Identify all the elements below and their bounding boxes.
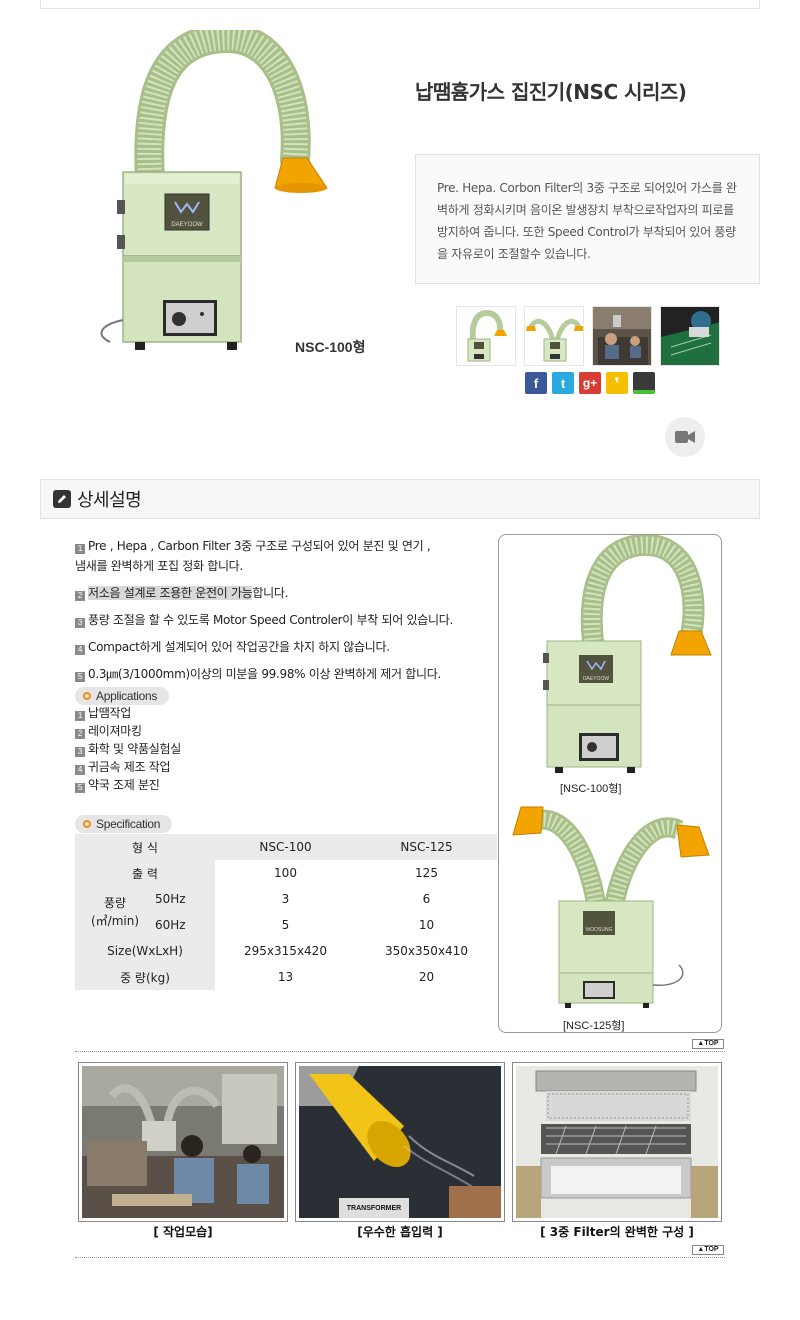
kakaostory-icon[interactable]: ❜ bbox=[606, 372, 628, 394]
pencil-icon bbox=[53, 490, 71, 508]
feature-text: 합니다. bbox=[252, 586, 289, 600]
side-caption-nsc100: [NSC-100형] bbox=[560, 783, 622, 795]
facebook-icon[interactable]: f bbox=[525, 372, 547, 394]
number-badge: 1 bbox=[75, 711, 85, 721]
table-row: Size(WxLxH) 295x315x420 350x350x410 bbox=[75, 938, 497, 964]
table-cell: 125 bbox=[415, 866, 438, 880]
top-divider bbox=[40, 0, 760, 9]
dotted-divider bbox=[75, 1257, 725, 1258]
number-badge: 4 bbox=[75, 765, 85, 775]
table-row: 60Hz 5 10 bbox=[75, 912, 497, 938]
feature-highlight: 저소음 설계로 조용한 운전이 가능 bbox=[88, 586, 253, 600]
thumb-nsc-100[interactable] bbox=[456, 306, 516, 366]
bullet-icon bbox=[83, 820, 91, 828]
thumb-pcb[interactable] bbox=[660, 306, 720, 366]
thumbnail-strip bbox=[456, 306, 720, 366]
table-header-cell: 형 식 bbox=[75, 834, 215, 860]
photo-suction[interactable]: TRANSFORMER bbox=[295, 1062, 505, 1222]
social-share-bar: f t g+ ❜ bbox=[525, 372, 655, 394]
svg-text:TRANSFORMER: TRANSFORMER bbox=[347, 1205, 401, 1212]
top-button[interactable]: ▲TOP bbox=[692, 1039, 724, 1049]
table-cell: 100 bbox=[274, 866, 297, 880]
band-icon[interactable] bbox=[633, 372, 655, 394]
number-badge: 2 bbox=[75, 729, 85, 739]
applications-label: Applications bbox=[75, 687, 170, 705]
feature-text: Compact하게 설계되어 있어 작업공간을 차지 하지 않습니다. bbox=[88, 640, 390, 654]
number-badge: 2 bbox=[75, 591, 85, 601]
googleplus-icon[interactable]: g+ bbox=[579, 372, 601, 394]
table-cell: 20 bbox=[418, 970, 435, 984]
table-header-cell: NSC-100 bbox=[215, 834, 356, 860]
table-label-cell: 풍량 (㎥/min) bbox=[75, 886, 155, 938]
svg-text:WOOSUNG: WOOSUNG bbox=[586, 927, 613, 933]
svg-text:DAEYOOW: DAEYOOW bbox=[171, 222, 203, 228]
table-cell: 3 bbox=[281, 892, 290, 906]
table-row: 형 식 NSC-100 NSC-125 bbox=[75, 834, 497, 860]
video-camera-icon bbox=[675, 431, 695, 443]
table-row: 풍량 (㎥/min) 50Hz 3 6 bbox=[75, 886, 497, 938]
table-row: 중 량(kg) 13 20 bbox=[75, 964, 497, 990]
bullet-icon bbox=[83, 692, 91, 700]
table-label-cell: 중 량(kg) bbox=[75, 964, 215, 990]
product-description: Pre. Hepa. Corbon Filter의 3중 구조로 되어있어 가스… bbox=[415, 154, 760, 284]
detail-section-header: 상세설명 bbox=[40, 479, 760, 519]
hero-model-caption: NSC-100형 bbox=[295, 339, 366, 355]
number-badge: 3 bbox=[75, 747, 85, 757]
table-cell: 350x350x410 bbox=[385, 944, 468, 958]
number-badge: 1 bbox=[75, 544, 85, 554]
twitter-icon[interactable]: t bbox=[552, 372, 574, 394]
detail-title: 상세설명 bbox=[77, 490, 142, 511]
product-main-image[interactable]: DAEYOOW bbox=[95, 23, 345, 360]
video-button[interactable] bbox=[665, 417, 705, 457]
photo-caption-filter: [ 3중 Filter의 완벽한 구성 ] bbox=[540, 1225, 694, 1239]
product-models-card: DAEYOOW WOOSUNG [NSC-100형] [NSC-125형] bbox=[498, 534, 722, 1033]
photo-workscene[interactable] bbox=[78, 1062, 288, 1222]
photo-caption-workscene: [ 작업모습] bbox=[153, 1225, 213, 1239]
product-models-image: DAEYOOW WOOSUNG bbox=[512, 535, 712, 1008]
table-label-cell: 60Hz bbox=[155, 912, 215, 938]
dotted-divider bbox=[75, 1051, 725, 1052]
number-badge: 5 bbox=[75, 672, 85, 682]
photo-filter-structure[interactable] bbox=[512, 1062, 722, 1222]
svg-text:DAEYOOW: DAEYOOW bbox=[583, 676, 609, 682]
table-header-cell: NSC-125 bbox=[356, 834, 497, 860]
table-label-cell: 50Hz bbox=[155, 886, 215, 912]
thumb-nsc-125[interactable] bbox=[524, 306, 584, 366]
table-cell: 10 bbox=[418, 918, 435, 932]
table-cell: 6 bbox=[422, 892, 431, 906]
product-title: 납땜흄가스 집진기(NSC 시리즈) bbox=[415, 80, 687, 104]
spec-table: 형 식 NSC-100 NSC-125 출 력 100 125 풍량 (㎥/mi… bbox=[75, 834, 497, 990]
feature-text: 냄새를 완벽하게 포집 정화 합니다. bbox=[75, 559, 243, 573]
number-badge: 4 bbox=[75, 645, 85, 655]
table-cell: 5 bbox=[281, 918, 290, 932]
feature-text: 풍량 조절을 할 수 있도록 Motor Speed Controler이 부착… bbox=[88, 613, 454, 627]
table-label-cell: Size(WxLxH) bbox=[75, 938, 215, 964]
photo-caption-suction: [우수한 흡입력 ] bbox=[357, 1225, 443, 1239]
thumb-workshop[interactable] bbox=[592, 306, 652, 366]
specification-label: Specification bbox=[75, 815, 173, 833]
feature-text: 0.3㎛(3/1000mm)이상의 미분을 99.98% 이상 완벽하게 제거 … bbox=[88, 667, 441, 681]
table-cell: 13 bbox=[277, 970, 294, 984]
feature-text: Pre , Hepa , Carbon Filter 3중 구조로 구성되어 있… bbox=[88, 539, 431, 553]
number-badge: 3 bbox=[75, 618, 85, 628]
table-row: 출 력 100 125 bbox=[75, 860, 497, 886]
top-button[interactable]: ▲TOP bbox=[692, 1245, 724, 1255]
feature-item: 냄새를 완벽하게 포집 정화 합니다. bbox=[75, 556, 243, 576]
number-badge: 5 bbox=[75, 783, 85, 793]
side-caption-nsc125: [NSC-125형] bbox=[563, 1020, 625, 1032]
table-label-cell: 출 력 bbox=[75, 860, 215, 886]
table-cell: 295x315x420 bbox=[244, 944, 327, 958]
